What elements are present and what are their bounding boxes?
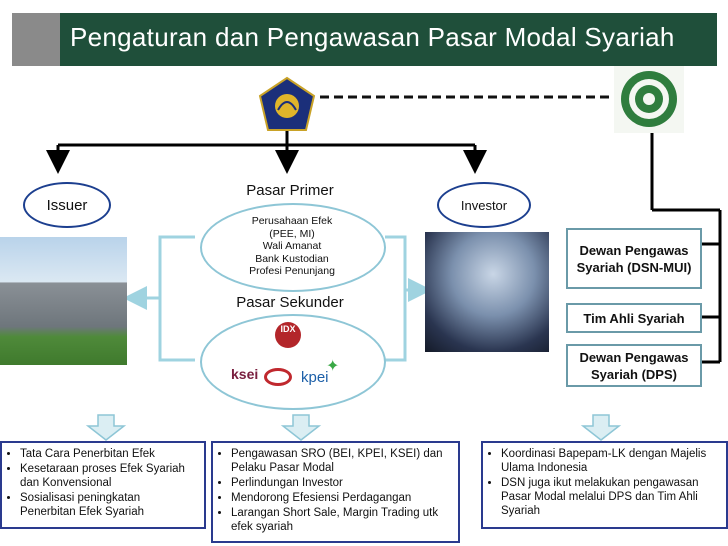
down-arrow-middle bbox=[280, 414, 322, 441]
investor-node: Investor bbox=[437, 182, 531, 228]
ksei-swirl-icon bbox=[264, 368, 292, 386]
pasar-sekunder-label: Pasar Sekunder bbox=[236, 294, 344, 311]
list-item: Mendorong Efesiensi Perdagangan bbox=[231, 491, 452, 505]
dps-box: Dewan Pengawas Syariah (DPS) bbox=[566, 344, 702, 387]
issuer-node: Issuer bbox=[23, 182, 111, 228]
kpei-star-icon: ✦ bbox=[326, 358, 340, 375]
list-item: Pengawasan SRO (BEI, KPEI, KSEI) dan Pel… bbox=[231, 447, 452, 475]
primer-item: Bank Kustodian bbox=[255, 252, 329, 265]
dsn-mui-box: Dewan Pengawas Syariah (DSN-MUI) bbox=[566, 228, 702, 289]
market-supervision-box: Pengawasan SRO (BEI, KPEI, KSEI) dan Pel… bbox=[211, 441, 460, 543]
primer-item: Wali Amanat bbox=[262, 240, 322, 252]
idx-logo-icon bbox=[275, 322, 301, 348]
header-bar bbox=[60, 13, 717, 66]
tim-ahli-box: Tim Ahli Syariah bbox=[566, 303, 702, 333]
list-item: DSN juga ikut melakukan pengawasan Pasar… bbox=[501, 476, 720, 518]
building-photo bbox=[0, 237, 127, 365]
list-item: Koordinasi Bapepam-LK dengan Majelis Ula… bbox=[501, 447, 720, 475]
sharia-coordination-box: Koordinasi Bapepam-LK dengan Majelis Ula… bbox=[481, 441, 728, 529]
down-arrow-left bbox=[85, 414, 127, 441]
pasar-primer-label: Pasar Primer bbox=[246, 182, 334, 199]
list-item: Larangan Short Sale, Margin Trading utk … bbox=[231, 506, 452, 534]
pasar-primer-oval bbox=[200, 203, 386, 292]
header-accent-block bbox=[12, 13, 60, 66]
kpei-logo: kpei bbox=[301, 369, 329, 386]
list-item: Kesetaraan proses Efek Syariah dan Konve… bbox=[20, 462, 198, 490]
down-arrow-right bbox=[580, 414, 622, 441]
ministry-emblem-icon bbox=[258, 76, 316, 131]
primer-item: Perusahaan Efek bbox=[251, 215, 333, 227]
dsn-mui-logo bbox=[614, 66, 684, 133]
list-item: Tata Cara Penerbitan Efek bbox=[20, 447, 198, 461]
list-item: Perlindungan Investor bbox=[231, 476, 452, 490]
primer-item: (PEE, MI) bbox=[269, 227, 315, 240]
handshake-photo bbox=[425, 232, 549, 352]
ksei-logo: ksei bbox=[231, 366, 259, 382]
page-title: Pengaturan dan Pengawasan Pasar Modal Sy… bbox=[70, 22, 675, 52]
pasar-primer-list: Perusahaan Efek (PEE, MI) Wali Amanat Ba… bbox=[200, 215, 384, 278]
issuer-regulation-box: Tata Cara Penerbitan Efek Kesetaraan pro… bbox=[0, 441, 206, 529]
list-item: Sosialisasi peningkatan Penerbitan Efek … bbox=[20, 491, 198, 519]
primer-item: Profesi Penunjang bbox=[249, 265, 335, 277]
idx-logo-text: IDX bbox=[280, 324, 296, 334]
